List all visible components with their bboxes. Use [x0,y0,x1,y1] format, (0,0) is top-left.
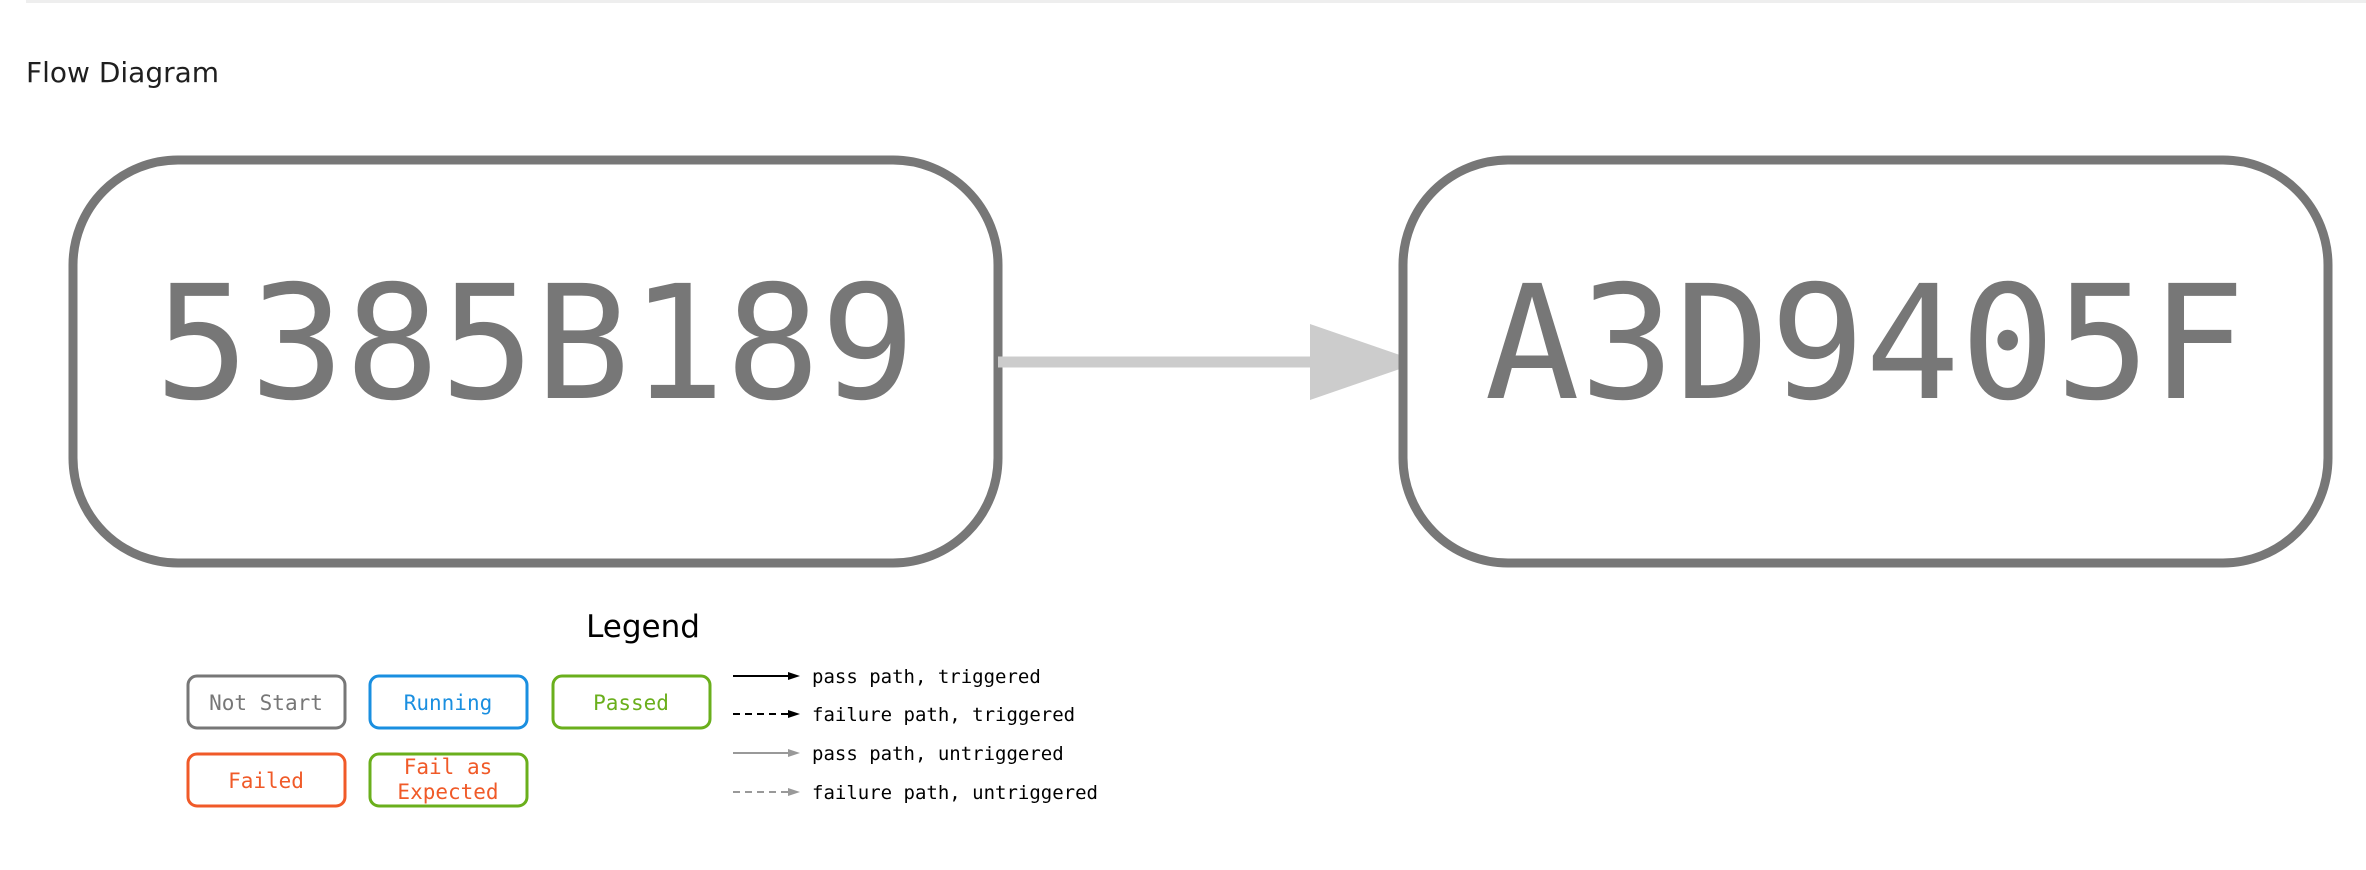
legend-path-label: pass path, untriggered [812,743,1064,765]
flow-node-label: 5385B189 [155,252,916,436]
legend-path-label: failure path, untriggered [812,782,1098,804]
legend-state-running: Running [368,674,529,730]
legend-state-label: Passed [593,691,669,715]
flow-edge [998,324,1420,400]
flow-node[interactable]: 5385B189 [68,155,1003,568]
legend-path-pass-untriggered: pass path, untriggered [733,743,1064,765]
flow-node-box [1398,155,2333,568]
legend-state-label-line2: Expected [397,780,498,804]
legend-title: Legend [586,609,700,645]
top-divider [26,0,2366,3]
flow-node-label: A3D9405F [1485,252,2246,436]
legend-state-label: Failed [228,769,304,793]
legend-state-fail-as-expected: Fail as Expected [368,752,529,808]
legend-path-failure-triggered: failure path, triggered [733,704,1075,726]
legend-path-label: failure path, triggered [812,704,1075,726]
legend-state-label-line1: Fail as [404,755,493,779]
legend-state-not-start: Not Start [186,674,347,730]
legend-path-failure-untriggered: failure path, untriggered [733,782,1098,804]
section-title: Flow Diagram [26,56,220,89]
legend-path-pass-triggered: pass path, triggered [733,666,1041,688]
legend-state-failed: Failed [186,752,347,808]
legend: Legend Not Start Running Passed Failed F… [186,609,1098,808]
legend-path-label: pass path, triggered [812,666,1041,688]
legend-state-passed: Passed [551,674,712,730]
legend-state-label: Running [404,691,493,715]
legend-state-label: Not Start [209,691,323,715]
flow-node[interactable]: A3D9405F [1398,155,2333,568]
edge-arrowhead [1310,324,1420,400]
